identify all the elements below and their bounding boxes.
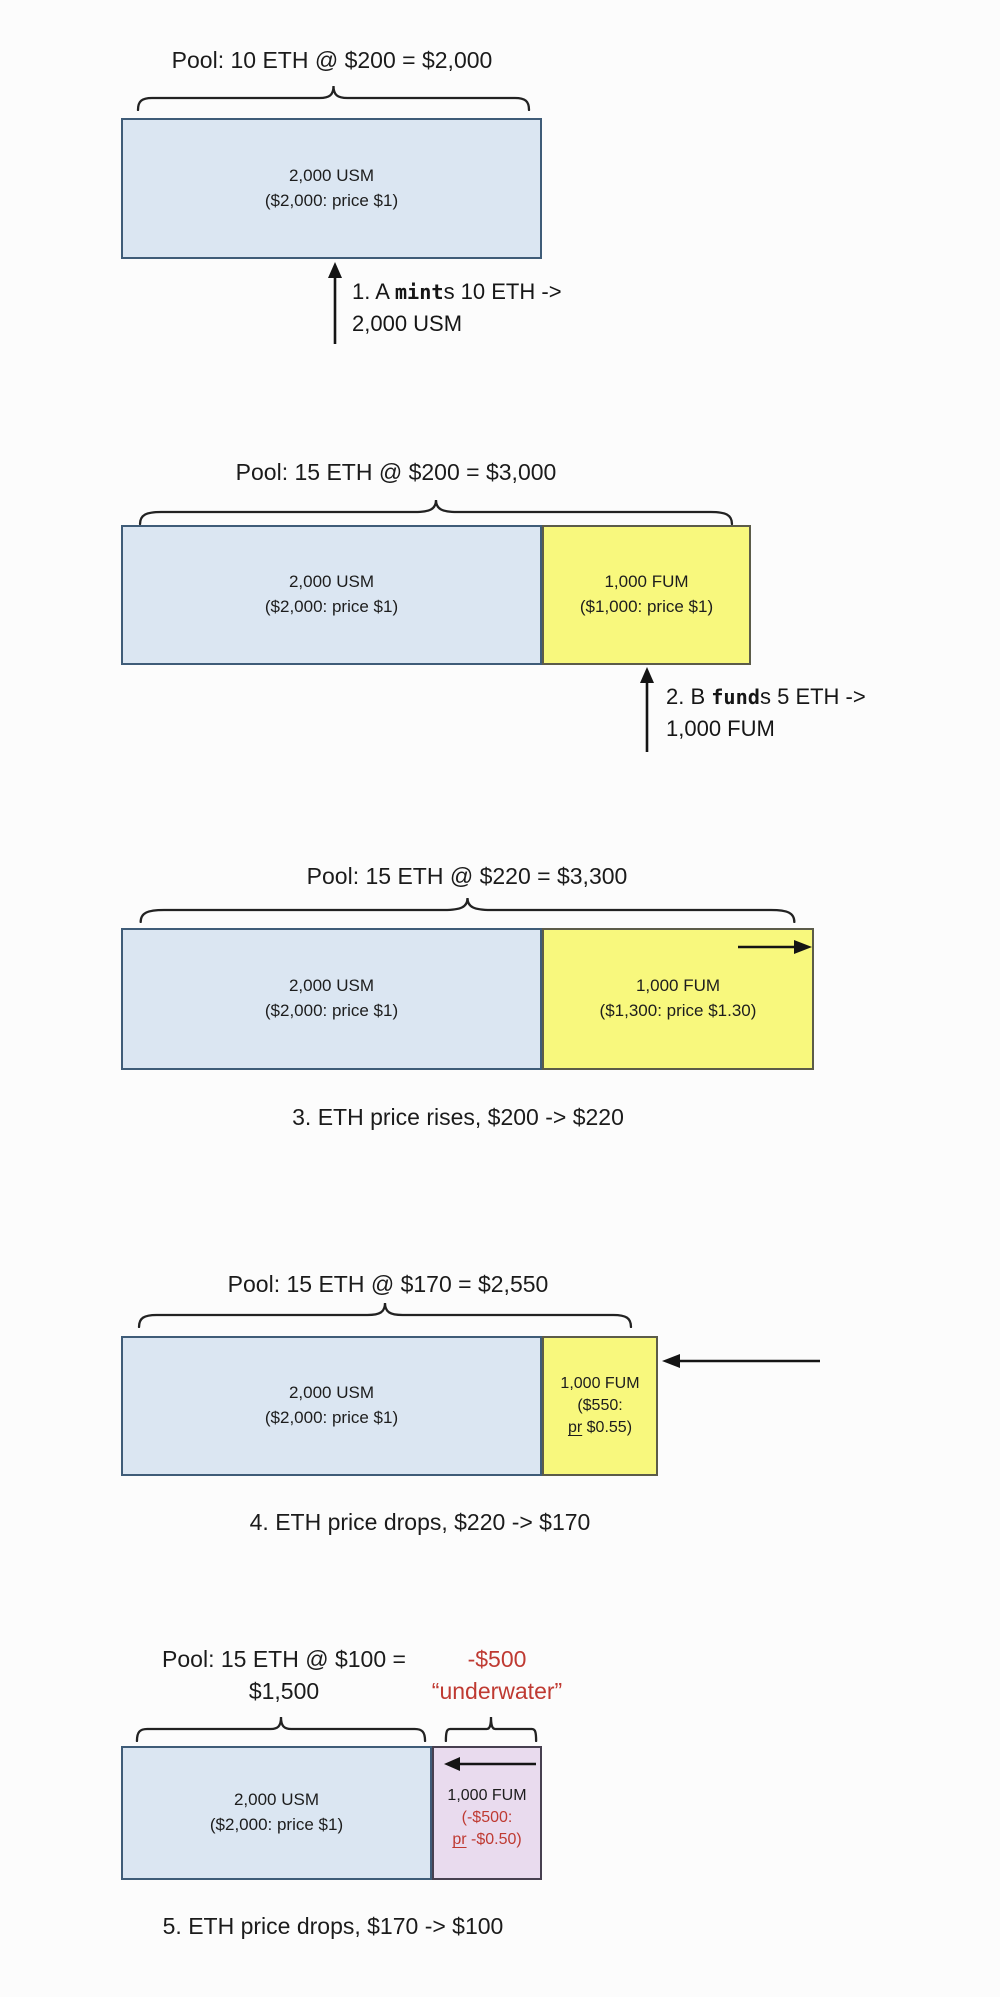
step-text-suffix: s 5 ETH -> (759, 684, 866, 709)
usm-label-line1: 2,000 USM (233, 1790, 320, 1810)
pool-title: Pool: 10 ETH @ $200 = $2,000 (171, 47, 493, 73)
fum-price-value: -$0.50) (466, 1831, 522, 1849)
usm-label-line2: ($2,000: price $1) (264, 1001, 399, 1020)
fum-box: 1,000 FUM ($1,300: price $1.30) (542, 928, 814, 1070)
pool-title-line1: Pool: 15 ETH @ $100 = (162, 1646, 406, 1672)
pool-title: Pool: 15 ETH @ $100 = $1,500 (114, 1643, 454, 1707)
usm-label-line2: ($2,000: price $1) (264, 597, 399, 616)
step-line1: 2. B funds 5 ETH -> (666, 681, 866, 713)
step-line1: 1. A mints 10 ETH -> (352, 276, 562, 308)
step-line2: 2,000 USM (352, 311, 463, 336)
price-drop-left-arrow-icon (444, 1757, 536, 1771)
pool-value-brace (134, 1716, 428, 1742)
pool-value-brace (134, 85, 533, 111)
pool-title: Pool: 15 ETH @ $170 = $2,550 (227, 1271, 549, 1297)
fum-label-line1: 1,000 FUM (635, 976, 721, 996)
usm-label-line1: 2,000 USM (288, 1383, 375, 1403)
step-text-prefix: 2. B (666, 684, 712, 709)
step-line2: 1,000 FUM (666, 716, 775, 741)
fum-label-line2: ($550: (577, 1396, 623, 1414)
step-caption: 4. ETH price drops, $220 -> $170 (249, 1509, 591, 1535)
fum-label-line1: 1,000 FUM (560, 1374, 640, 1392)
fum-label-line2: ($1,300: price $1.30) (599, 1001, 757, 1020)
price-drop-left-arrow-icon (662, 1354, 820, 1368)
underwater-word: “underwater” (431, 1678, 563, 1704)
pool-value-brace (134, 499, 738, 525)
fum-price-abbrev: pr (452, 1831, 467, 1849)
usm-label-line2: ($2,000: price $1) (209, 1815, 344, 1834)
fum-label-line3: pr $0.55) (568, 1417, 632, 1439)
price-rise-right-arrow-icon (738, 940, 812, 954)
pool-value-brace (134, 1302, 636, 1328)
fum-label-line3: pr -$0.50) (452, 1829, 521, 1851)
pool-title: Pool: 15 ETH @ $200 = $3,000 (235, 459, 557, 485)
fum-label-line1: 1,000 FUM (447, 1786, 527, 1804)
step-keyword: fund (711, 685, 760, 709)
fund-up-arrow-icon (640, 667, 654, 752)
mint-up-arrow-icon (328, 262, 342, 344)
pool-title: Pool: 15 ETH @ $220 = $3,300 (306, 863, 628, 889)
underwater-brace (444, 1716, 538, 1742)
fum-box: 1,000 FUM ($550: pr $0.55) (542, 1336, 658, 1476)
pool-title-line2: $1,500 (248, 1678, 320, 1704)
step-annotation: 2. B funds 5 ETH -> 1,000 FUM (666, 681, 866, 744)
usm-box: 2,000 USM ($2,000: price $1) (121, 525, 542, 665)
underwater-label: -$500 “underwater” (397, 1643, 597, 1707)
underwater-amount: -$500 (467, 1646, 527, 1672)
step-text-prefix: 1. A (352, 279, 395, 304)
usm-label-line2: ($2,000: price $1) (264, 1408, 399, 1427)
pool-value-brace (134, 897, 801, 923)
usm-box: 2,000 USM ($2,000: price $1) (121, 1336, 542, 1476)
usm-box: 2,000 USM ($2,000: price $1) (121, 1746, 432, 1880)
fum-price-abbrev: pr (567, 1419, 583, 1437)
step-caption: 3. ETH price rises, $200 -> $220 (292, 1104, 624, 1130)
step-annotation: 1. A mints 10 ETH -> 2,000 USM (352, 276, 562, 339)
usm-box: 2,000 USM ($2,000: price $1) (121, 118, 542, 259)
step-text-suffix: s 10 ETH -> (443, 279, 562, 304)
underwater-fum-box: 1,000 FUM (-$500: pr -$0.50) (432, 1746, 542, 1880)
fum-label-line2: ($1,000: price $1) (579, 597, 714, 616)
fum-label-line1: 1,000 FUM (604, 572, 689, 592)
usm-label-line1: 2,000 USM (288, 572, 375, 592)
fum-label-line2: (-$500: (461, 1808, 513, 1826)
step-keyword: mint (394, 280, 444, 304)
step-caption: 5. ETH price drops, $170 -> $100 (162, 1913, 504, 1939)
usm-label-line1: 2,000 USM (288, 165, 375, 185)
fum-box: 1,000 FUM ($1,000: price $1) (542, 525, 751, 665)
usm-label-line1: 2,000 USM (288, 976, 375, 996)
usm-label-line2: ($2,000: price $1) (264, 190, 399, 210)
fum-price-value: $0.55) (582, 1419, 633, 1437)
usm-box: 2,000 USM ($2,000: price $1) (121, 928, 542, 1070)
